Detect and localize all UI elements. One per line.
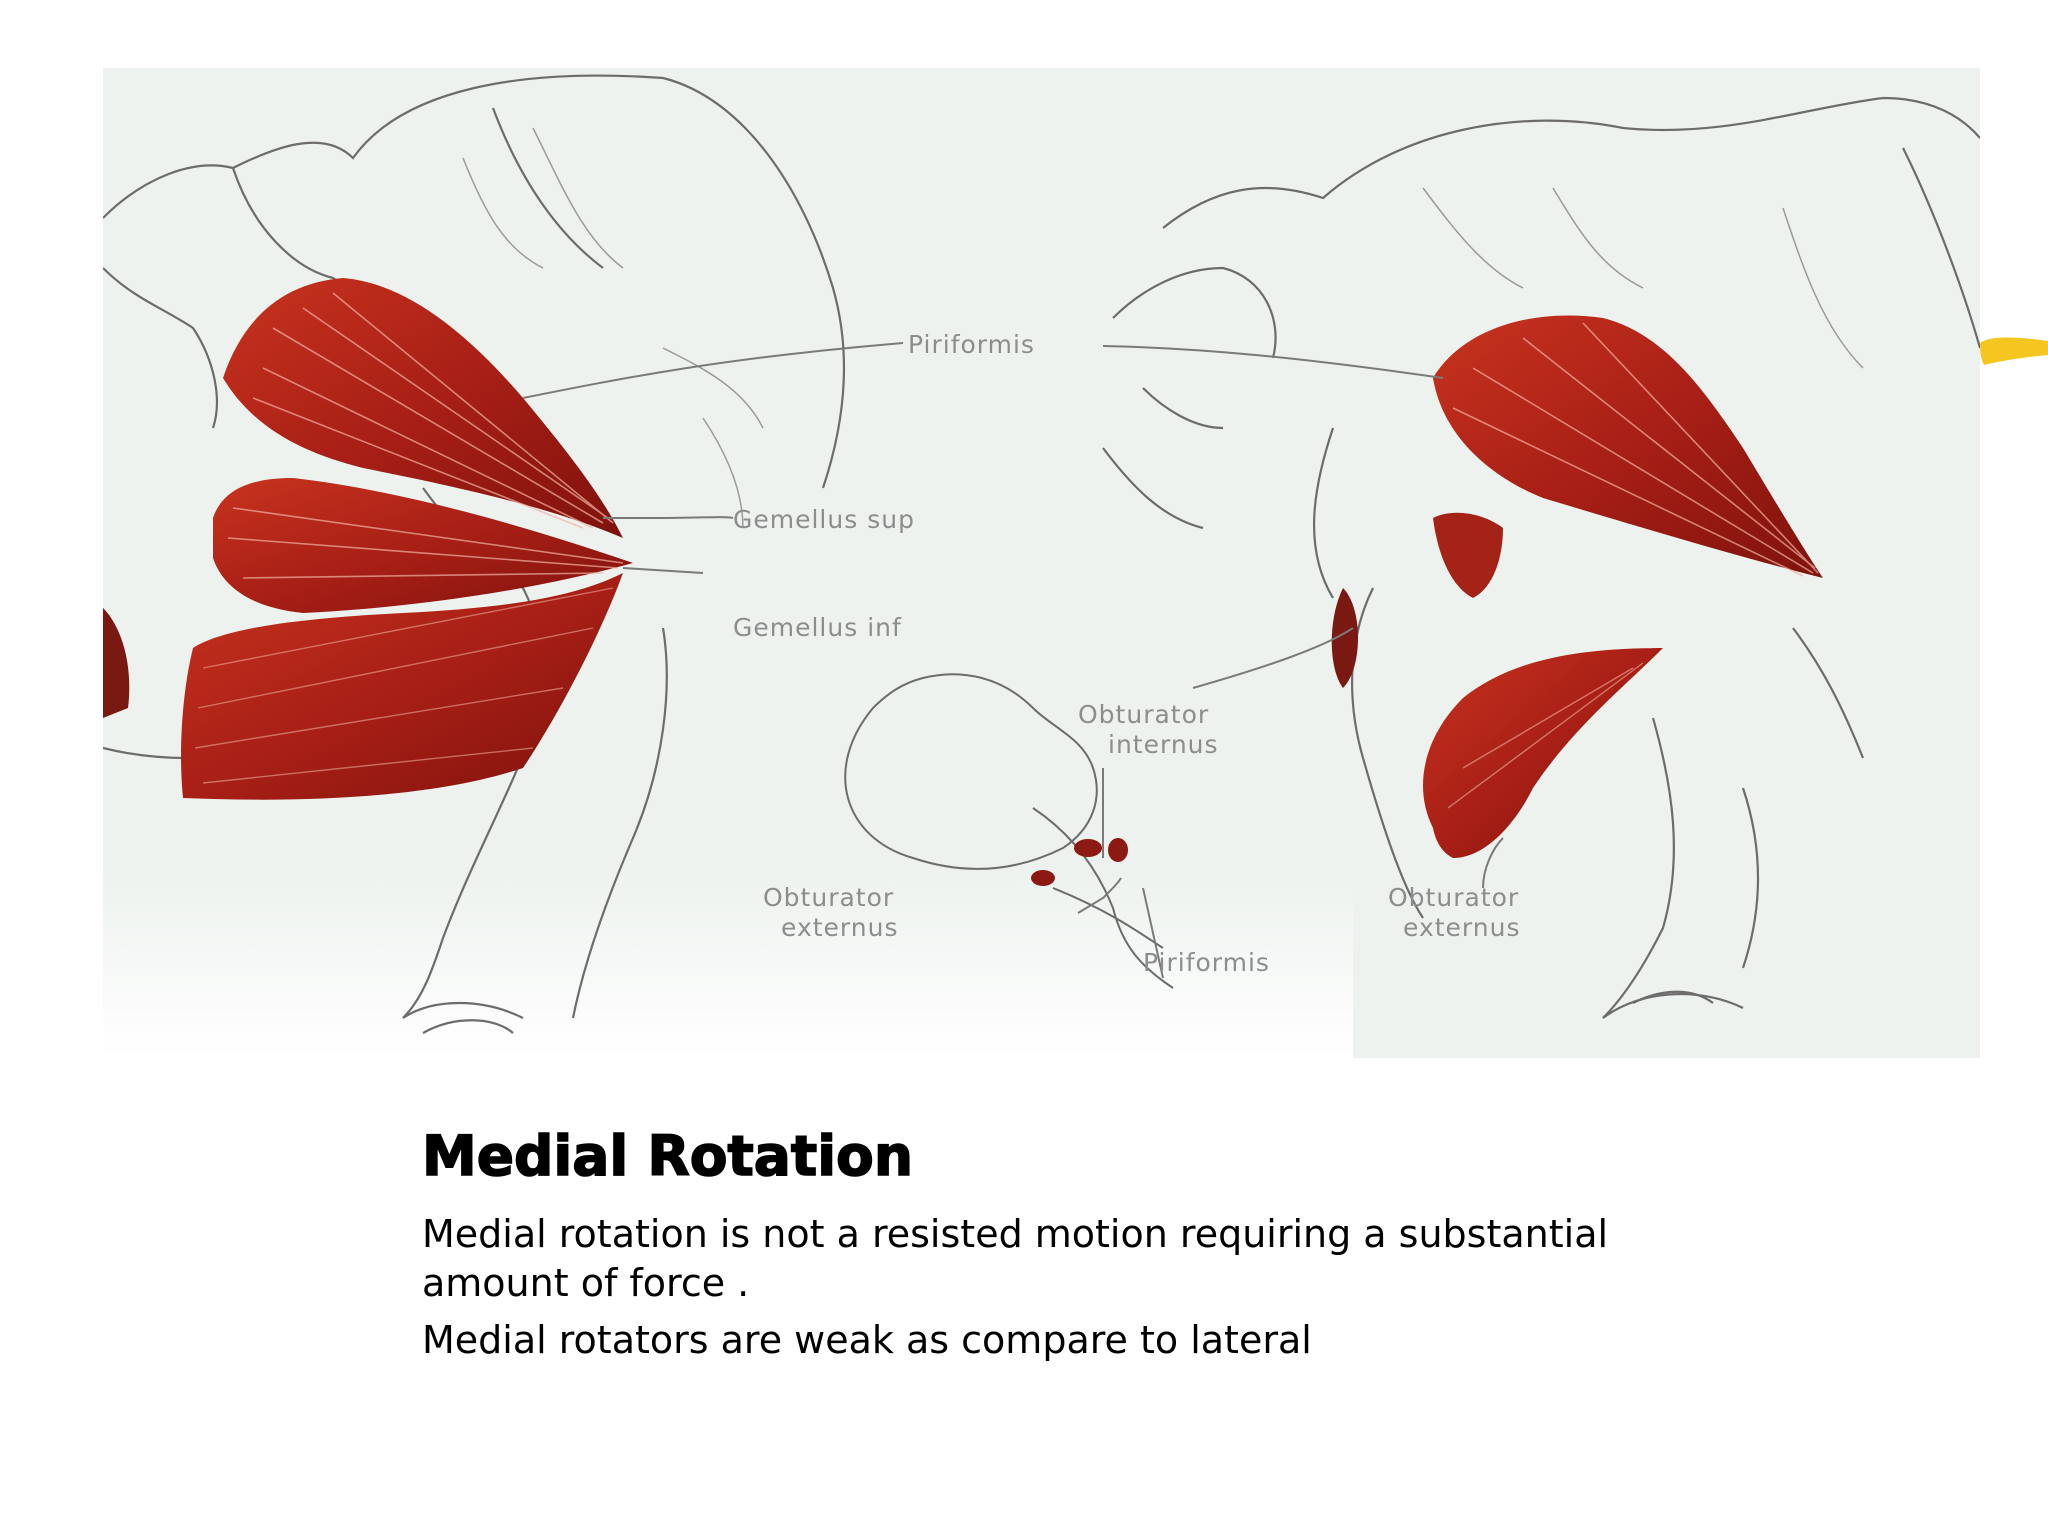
right-gemellus-muscle: [1433, 512, 1503, 598]
label-gemellus-inf: Gemellus inf: [733, 613, 902, 642]
left-obturator-internus-muscle: [181, 573, 623, 800]
label-obturator-internus-2: internus: [1108, 730, 1219, 759]
label-piriformis-bottom: Piriformis: [1143, 948, 1270, 977]
bullet-text: Medial rotators are weak as compare to l…: [422, 1318, 1312, 1362]
obturator-externus-small-muscle: [1031, 838, 1128, 886]
accent-bar: [1980, 335, 2048, 365]
right-obturator-externus-muscle: [1423, 648, 1663, 858]
hip-rotator-muscles-illustration: Piriformis Gemellus sup Gemellus inf Obt…: [103, 68, 1980, 1058]
label-obturator-externus-left-1: Obturator: [763, 883, 894, 912]
label-obturator-internus-1: Obturator: [1078, 700, 1209, 729]
bullet-text: Medial rotation is not a resisted motion…: [422, 1212, 1609, 1305]
slide-text-block: Medial Rotation Medial rotation is not a…: [421, 1123, 1622, 1373]
slide-title: Medial Rotation: [421, 1123, 914, 1189]
label-obturator-externus-right-1: Obturator: [1388, 883, 1519, 912]
label-leader-lines: [522, 342, 1504, 979]
label-gemellus-sup: Gemellus sup: [733, 505, 915, 534]
obturator-foramen-sketch: [844, 673, 1174, 989]
left-gemellus-muscles: [213, 478, 633, 613]
label-piriformis-top: Piriformis: [908, 330, 1035, 359]
left-piriformis-muscle: [223, 278, 623, 538]
label-obturator-externus-left-2: externus: [781, 913, 898, 942]
right-piriformis-muscle: [1433, 315, 1823, 578]
right-pelvis-outline: [1102, 96, 1980, 1019]
label-obturator-externus-right-2: externus: [1403, 913, 1520, 942]
